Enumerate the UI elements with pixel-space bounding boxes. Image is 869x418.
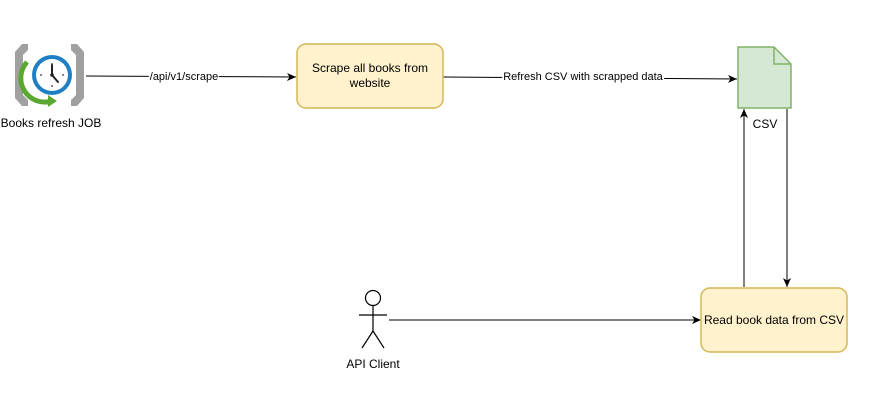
process-box-read (700, 287, 848, 353)
actor-caption: API Client (346, 357, 400, 371)
edge-label-api-scrape: /api/v1/scrape (148, 71, 220, 83)
scheduled-job-clock-icon (15, 44, 84, 107)
process-label-scrape: Scrape all books from website (311, 61, 429, 90)
stick-figure-actor-icon (359, 289, 387, 349)
job-caption: Books refresh JOB (0, 116, 102, 130)
process-label-read: Read book data from CSV (703, 312, 845, 327)
csv-caption: CSV (752, 117, 778, 131)
document-csv-shape (737, 46, 792, 109)
edges (85, 72, 791, 324)
document-csv-fold (773, 47, 791, 65)
process-box-scrape (296, 43, 444, 109)
edge-label-refresh-csv: Refresh CSV with scrapped data (502, 71, 664, 83)
